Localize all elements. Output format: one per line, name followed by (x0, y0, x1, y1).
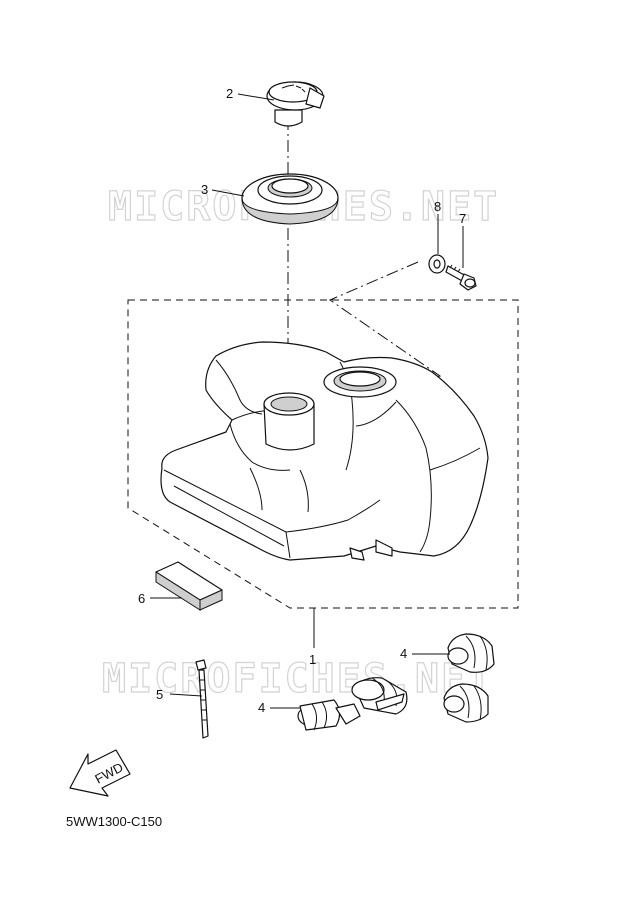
drawing-code: 5WW1300-C150 (66, 814, 162, 829)
callout-4-left: 4 (258, 700, 265, 715)
hose-protector-left[interactable] (297, 677, 408, 731)
callout-1: 1 (309, 652, 316, 667)
assembly-boundary (127, 299, 519, 609)
foam-pad[interactable] (155, 561, 223, 611)
fuel-cap[interactable] (266, 81, 325, 127)
callout-4-right: 4 (400, 646, 407, 661)
leader-3 (211, 189, 245, 197)
hose-clip-right-bottom[interactable] (443, 683, 489, 723)
callout-5: 5 (156, 687, 163, 702)
forward-arrow: FWD (69, 749, 131, 797)
callout-7: 7 (459, 211, 466, 226)
callout-8: 8 (434, 199, 441, 214)
fuel-tank[interactable] (160, 341, 489, 561)
callout-2: 2 (226, 86, 233, 101)
watermark-bottom: MICROFICHES.NET (102, 656, 493, 702)
callout-6: 6 (138, 591, 145, 606)
hose-clip-right-top[interactable] (447, 633, 495, 673)
leader-5 (169, 693, 203, 697)
filler-grommet[interactable] (241, 173, 339, 225)
washer[interactable] (428, 254, 446, 274)
leader-2 (237, 93, 275, 101)
callout-3: 3 (201, 182, 208, 197)
bolt[interactable] (445, 264, 477, 291)
cable-tie[interactable] (195, 659, 209, 739)
